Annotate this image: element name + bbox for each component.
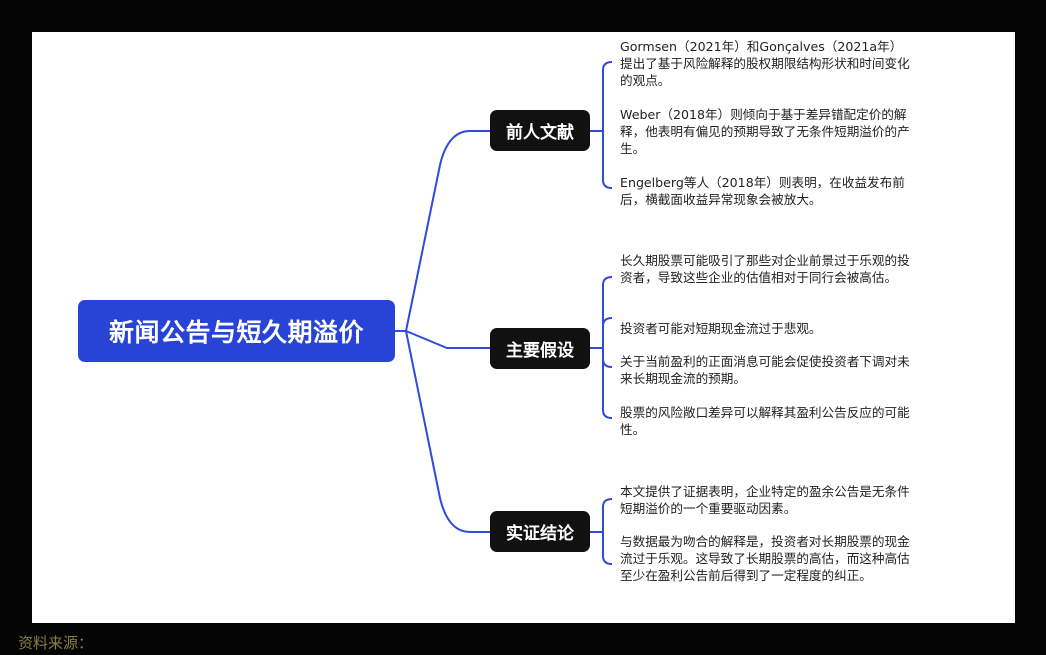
- leaf-node[interactable]: 关于当前盈利的正面消息可能会促使投资者下调对未来长期现金流的预期。: [620, 354, 910, 386]
- leaf-node[interactable]: 投资者可能对短期现金流过于悲观。: [620, 321, 822, 336]
- leaf-node[interactable]: Gormsen（2021年）和Gonçalves（2021a年）提出了基于风险解…: [620, 39, 910, 88]
- branch-node-empirical-conclusions[interactable]: 实证结论: [490, 511, 590, 552]
- branch-node-main-hypotheses[interactable]: 主要假设: [490, 328, 590, 369]
- leaf-node[interactable]: 与数据最为吻合的解释是，投资者对长期股票的现金流过于乐观。这导致了长期股票的高估…: [620, 534, 910, 583]
- branch-label: 前人文献: [506, 123, 574, 143]
- root-node-label: 新闻公告与短久期溢价: [108, 318, 364, 347]
- branch-node-prior-literature[interactable]: 前人文献: [490, 110, 590, 151]
- branch-label: 主要假设: [506, 341, 574, 361]
- source-caption: 资料来源：: [18, 634, 94, 652]
- leaf-node[interactable]: Weber（2018年）则倾向于基于差异错配定价的解释，他表明有偏见的预期导致了…: [620, 107, 910, 156]
- leaf-node[interactable]: 股票的风险敞口差异可以解释其盈利公告反应的可能性。: [620, 405, 910, 437]
- root-node[interactable]: 新闻公告与短久期溢价: [78, 300, 395, 362]
- leaf-node[interactable]: 本文提供了证据表明，企业特定的盈余公告是无条件短期溢价的一个重要驱动因素。: [620, 484, 910, 516]
- leaf-node[interactable]: Engelberg等人（2018年）则表明，在收益发布前后，横截面收益异常现象会…: [620, 175, 905, 207]
- branch-label: 实证结论: [506, 524, 574, 544]
- leaf-node[interactable]: 长久期股票可能吸引了那些对企业前景过于乐观的投资者，导致这些企业的估值相对于同行…: [620, 253, 910, 285]
